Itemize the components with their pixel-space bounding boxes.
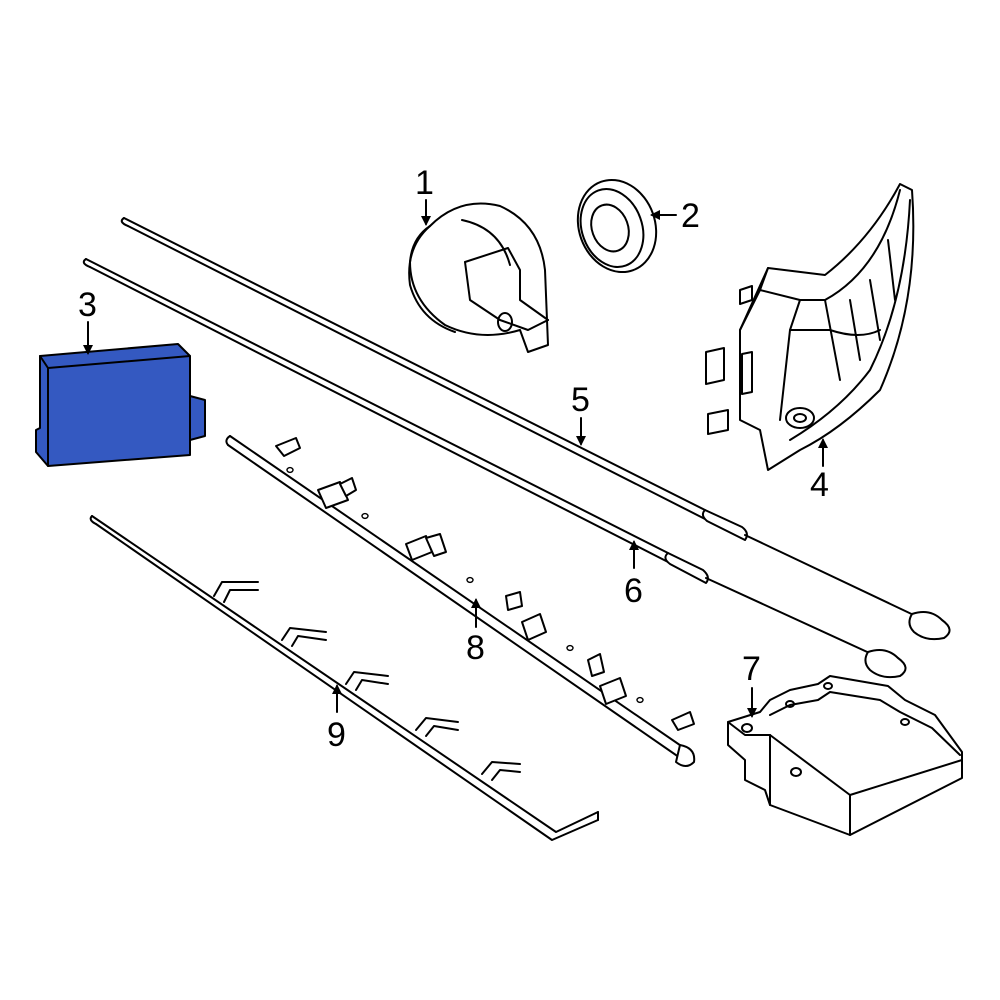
part-7-module[interactable] [727, 675, 963, 836]
leader-arrows [83, 199, 828, 718]
part-2-bezel-ring[interactable] [565, 169, 669, 283]
callout-2[interactable]: 2 [681, 197, 700, 235]
callout-4[interactable]: 4 [810, 466, 829, 504]
callout-8[interactable]: 8 [466, 629, 485, 667]
part-9-wiring-harness[interactable] [89, 515, 599, 841]
callout-3[interactable]: 3 [78, 286, 97, 324]
callout-6[interactable]: 6 [624, 572, 643, 610]
part-8-wiring-harness[interactable] [225, 435, 696, 767]
callout-9[interactable]: 9 [327, 716, 346, 754]
part-6-antenna-cable[interactable] [82, 258, 907, 679]
part-1-sensor[interactable] [408, 202, 549, 353]
part-3-control-module[interactable] [35, 343, 206, 467]
callout-5[interactable]: 5 [571, 381, 590, 419]
part-5-antenna-cable[interactable] [120, 217, 951, 641]
callout-7[interactable]: 7 [742, 650, 761, 688]
part-4-bracket[interactable] [705, 183, 915, 471]
callout-1[interactable]: 1 [415, 164, 434, 202]
